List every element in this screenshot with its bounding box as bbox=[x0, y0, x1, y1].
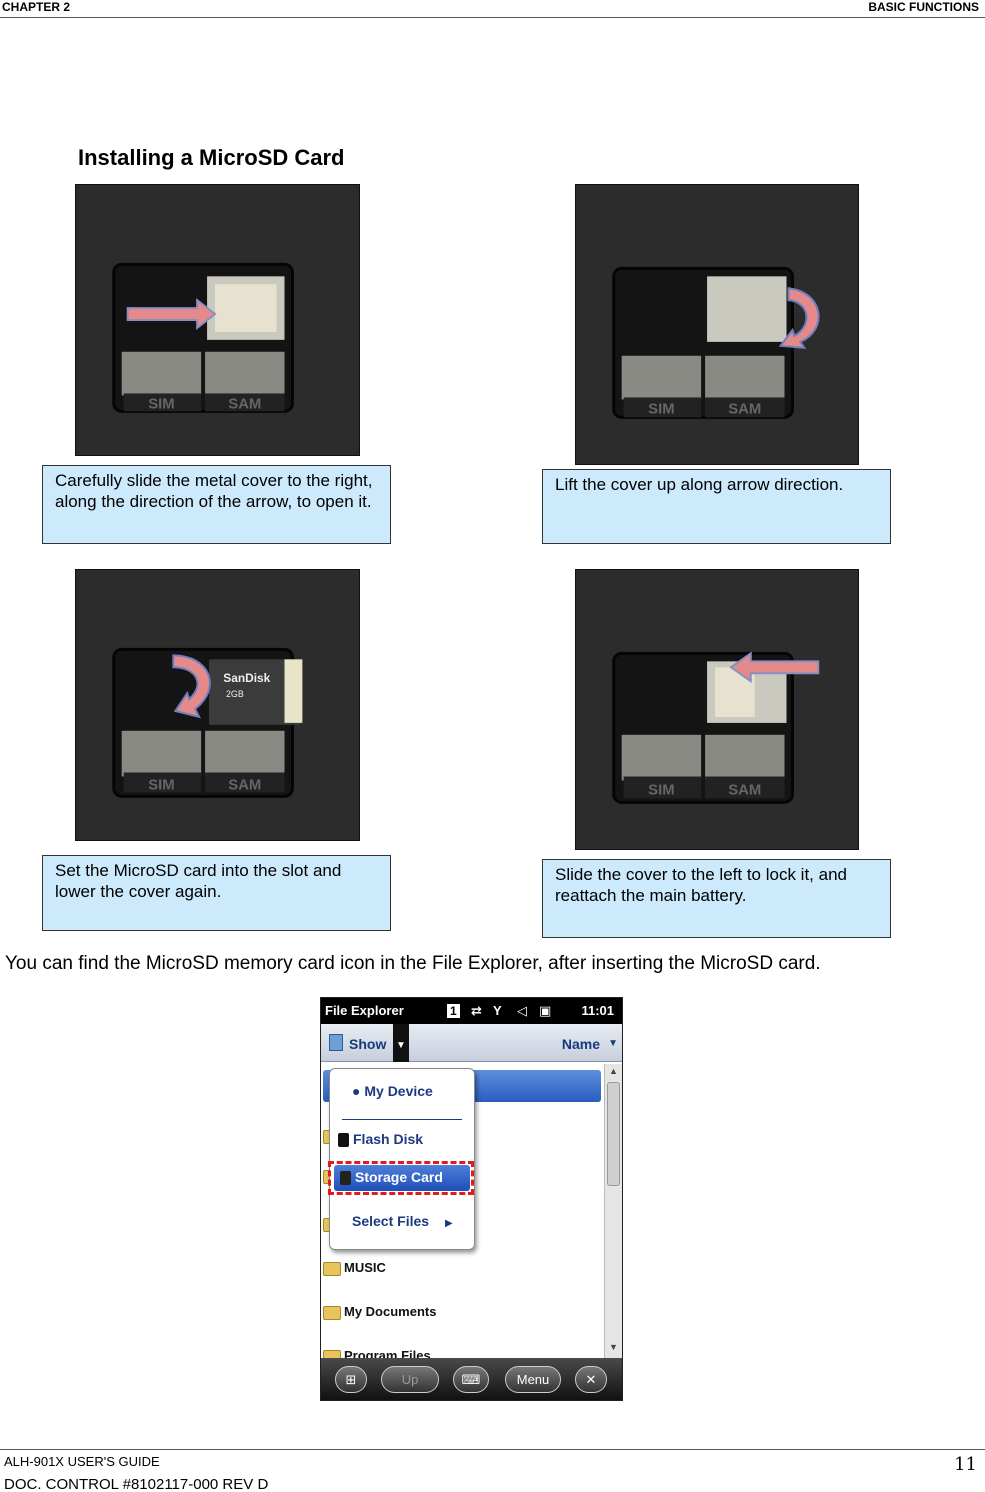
menu-item-label: Flash Disk bbox=[353, 1131, 424, 1147]
chapter-label: CHAPTER 2 bbox=[2, 0, 71, 14]
guide-title: ALH-901X USER'S GUIDE bbox=[4, 1454, 160, 1469]
left-arrow bbox=[729, 651, 820, 684]
section-label: BASIC FUNCTIONS bbox=[868, 0, 979, 14]
scroll-down-icon[interactable]: ▼ bbox=[609, 1342, 618, 1352]
file-explorer-screenshot: File Explorer 1 ⇄ Y ◁ ▣ 11:01 Show ▼ Nam… bbox=[320, 997, 623, 1401]
step3-photo: SanDisk 2GB SIM SAM bbox=[75, 569, 360, 841]
document-icon bbox=[329, 1034, 343, 1051]
step4-illustration: SIM SAM bbox=[576, 570, 858, 849]
show-toolbar: Show ▼ Name ▼ bbox=[321, 1024, 622, 1062]
step1-caption: Carefully slide the metal cover to the r… bbox=[42, 465, 391, 544]
show-chevron-down-icon[interactable]: ▼ bbox=[393, 1024, 409, 1062]
up-button[interactable]: Up bbox=[381, 1366, 439, 1393]
phone-softkey-bar: ⊞ Up ⌨ Menu ✕ bbox=[321, 1358, 622, 1400]
notification-badge: 1 bbox=[447, 1004, 460, 1018]
body-paragraph: You can find the MicroSD memory card ico… bbox=[5, 953, 821, 974]
menu-button[interactable]: Menu bbox=[505, 1366, 561, 1393]
page-footer: ALH-901X USER'S GUIDE DOC. CONTROL #8102… bbox=[0, 1449, 985, 1492]
keyboard-icon[interactable]: ⌨ bbox=[453, 1366, 489, 1393]
sam-label: SAM bbox=[228, 777, 261, 793]
step1-illustration: SIM SAM bbox=[76, 185, 359, 455]
clock: 11:01 bbox=[581, 1003, 614, 1018]
sort-chevron-down-icon[interactable]: ▼ bbox=[608, 1038, 618, 1049]
section-title: Installing a MicroSD Card bbox=[78, 145, 345, 170]
step2-illustration: SIM SAM bbox=[576, 185, 858, 464]
menu-item-my-device[interactable]: ● My Device bbox=[352, 1083, 433, 1099]
chevron-right-icon: ▶ bbox=[444, 1218, 453, 1229]
menu-item-flash-disk[interactable]: Flash Disk bbox=[338, 1131, 482, 1148]
folder-label: My Documents bbox=[344, 1304, 437, 1319]
sort-dropdown[interactable]: Name bbox=[561, 1036, 600, 1052]
storage-card-icon bbox=[340, 1171, 351, 1186]
sd-card-icon bbox=[338, 1133, 349, 1148]
sam-label: SAM bbox=[228, 396, 261, 412]
step3-caption: Set the MicroSD card into the slot and l… bbox=[42, 855, 391, 931]
show-menu: ● My Device Flash Disk Storage Card Sele… bbox=[328, 1068, 475, 1250]
folder-icon bbox=[323, 1305, 341, 1320]
connectivity-icon: ⇄ bbox=[471, 1003, 482, 1018]
windows-start-icon[interactable]: ⊞ bbox=[335, 1366, 367, 1393]
sam-label: SAM bbox=[728, 782, 761, 798]
card-size: 2GB bbox=[226, 689, 244, 699]
sim-label: SIM bbox=[648, 782, 674, 798]
menu-item-select-files[interactable]: Select Files ▶ bbox=[352, 1213, 496, 1229]
menu-item-label: Select Files bbox=[352, 1213, 430, 1229]
speaker-icon: ◁ bbox=[517, 1003, 527, 1018]
scroll-thumb[interactable] bbox=[607, 1082, 620, 1186]
sim-label: SIM bbox=[148, 777, 174, 793]
right-arrow bbox=[126, 298, 217, 330]
menu-item-storage-card[interactable]: Storage Card bbox=[334, 1165, 470, 1191]
doc-control: DOC. CONTROL #8102117-000 REV D bbox=[4, 1476, 269, 1492]
step4-caption: Slide the cover to the left to lock it, … bbox=[542, 859, 891, 938]
show-dropdown[interactable]: Show bbox=[349, 1036, 387, 1052]
step4-photo: SIM SAM bbox=[575, 569, 859, 850]
signal-icon: Y bbox=[493, 1003, 502, 1018]
menu-item-label: My Device bbox=[364, 1083, 433, 1099]
step1-photo: SIM SAM bbox=[75, 184, 360, 456]
sim-label: SIM bbox=[148, 396, 174, 412]
list-item-my-documents[interactable]: My Documents bbox=[323, 1304, 436, 1320]
vertical-scrollbar[interactable]: ▲ ▼ bbox=[604, 1064, 622, 1360]
scroll-up-icon[interactable]: ▲ bbox=[609, 1066, 618, 1076]
highlight-box bbox=[328, 1161, 474, 1195]
step2-caption: Lift the cover up along arrow direction. bbox=[542, 469, 891, 544]
sam-label: SAM bbox=[728, 401, 761, 417]
list-item-music[interactable]: MUSIC bbox=[323, 1260, 386, 1276]
phone-status-bar: File Explorer 1 ⇄ Y ◁ ▣ 11:01 bbox=[321, 998, 622, 1024]
folder-label: MUSIC bbox=[344, 1260, 386, 1275]
step3-illustration: SanDisk 2GB SIM SAM bbox=[76, 570, 359, 840]
page-header: CHAPTER 2 BASIC FUNCTIONS bbox=[0, 0, 985, 18]
lift-arrow bbox=[778, 287, 820, 349]
folder-icon bbox=[323, 1261, 341, 1276]
battery-icon: ▣ bbox=[539, 1003, 552, 1018]
menu-separator bbox=[342, 1119, 462, 1120]
step2-photo: SIM SAM bbox=[575, 184, 859, 465]
card-brand: SanDisk bbox=[223, 671, 270, 685]
close-icon[interactable]: ✕ bbox=[575, 1366, 607, 1393]
app-title: File Explorer bbox=[325, 1003, 404, 1018]
menu-item-label: Storage Card bbox=[355, 1169, 443, 1185]
sim-label: SIM bbox=[648, 401, 674, 417]
lower-arrow bbox=[172, 654, 211, 719]
page-number: 11 bbox=[954, 1454, 977, 1475]
